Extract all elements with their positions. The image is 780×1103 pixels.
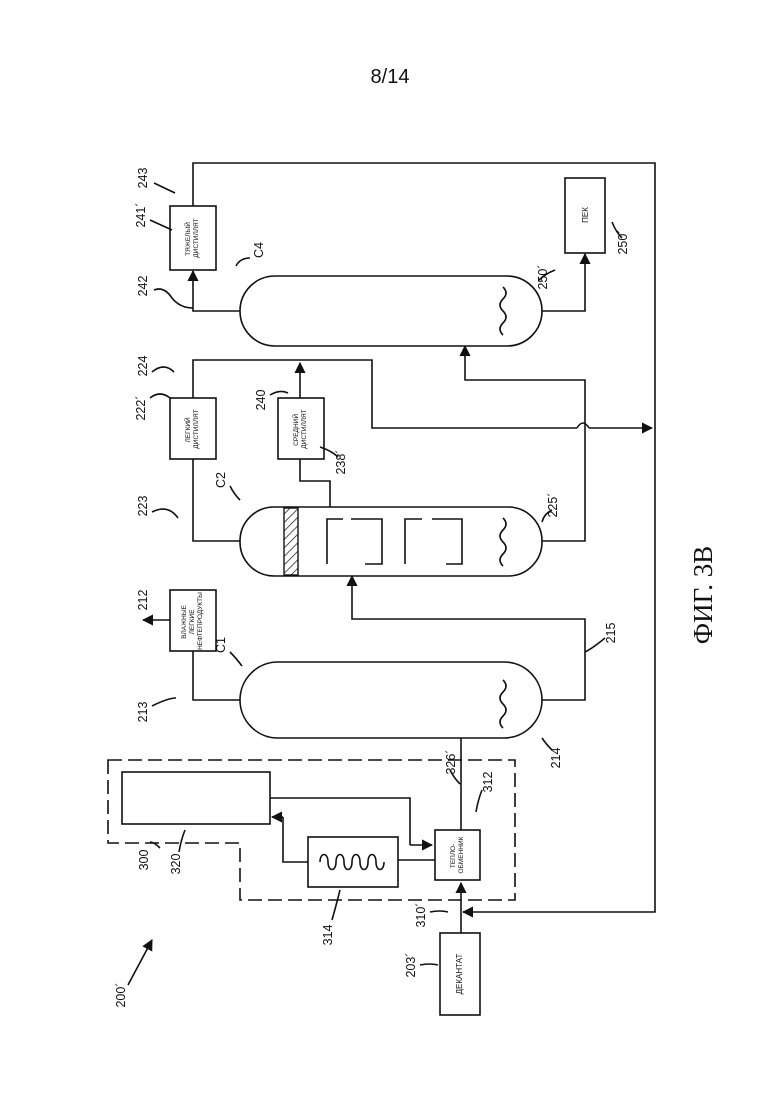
ref-241: 241´	[134, 202, 148, 227]
ref-223: 223	[136, 496, 150, 517]
ref-240: 240	[254, 390, 268, 411]
ref-250b: 250´	[616, 229, 630, 254]
leader-242	[154, 289, 193, 308]
ref-250a: 250´	[536, 264, 550, 289]
pitch-label: ПЕК	[581, 207, 590, 223]
svg-text:ТЕПЛО- ОБМЕННИК: ТЕПЛО- ОБМЕННИК	[450, 836, 465, 873]
wet-light-label-3: НЕФТЕПРОДУКТЫ	[197, 592, 204, 650]
ref-242: 242	[136, 276, 150, 297]
ref-238: 238´	[334, 449, 348, 474]
ref-203: 203´	[404, 952, 418, 977]
decantate-label: ДЕКАНТАТ	[455, 954, 464, 995]
leader-203	[420, 964, 438, 965]
middle-distillate-label-2: ДИСТИЛЛЯТ	[301, 409, 308, 448]
leader-224	[152, 367, 174, 372]
ref-326: 326´	[444, 749, 458, 774]
c2-overhead-223	[193, 459, 240, 541]
leader-314	[332, 890, 340, 920]
ref-224: 224	[136, 356, 150, 377]
middle-distillate-label-1: СРЕДНИЙ	[291, 414, 300, 446]
ref-c1: C1	[214, 637, 228, 653]
light-distillate-label-2: ДИСТИЛЛЯТ	[193, 409, 200, 448]
column-c1	[240, 662, 542, 738]
ref-200: 200´	[114, 982, 128, 1007]
figure-caption: ФИГ. 3В	[688, 546, 718, 644]
column-c4	[240, 276, 542, 346]
ref-212: 212	[136, 590, 150, 611]
leader-241	[150, 220, 172, 230]
line-crossover	[577, 423, 589, 428]
light-distillate-224	[193, 360, 577, 428]
ref-213: 213	[136, 702, 150, 723]
svg-text:СРЕДНИЙ ДИСТИЛЛЯТ: СРЕДНИЙ ДИСТИЛЛЯТ	[291, 409, 308, 448]
heavy-distillate-label-2: ДИСТИЛЛЯТ	[193, 218, 200, 257]
c2-packing	[284, 508, 298, 575]
leader-c2	[230, 486, 240, 500]
ref-314: 314	[321, 925, 335, 946]
ref-c4: C4	[252, 242, 266, 258]
heat-exchanger-label-1: ТЕПЛО-	[450, 844, 457, 868]
ref-300: 300	[137, 850, 151, 871]
ref-214: 214	[549, 748, 563, 769]
leader-215	[585, 638, 605, 652]
leader-243	[154, 183, 175, 193]
wet-light-label-1: ВЛАЖНЫЕ	[181, 604, 188, 638]
leader-310	[430, 911, 448, 912]
leader-200	[128, 940, 152, 985]
c1-overhead-213	[193, 651, 240, 700]
light-distillate-label-1: ЛЕГКИЙ	[183, 417, 192, 443]
svg-text:ТЯЖЕЛЫЙ ДИСТИЛЛЯТ: ТЯЖЕЛЫЙ ДИСТИЛЛЯТ	[183, 218, 200, 257]
ref-225: 225´	[546, 492, 560, 517]
ref-243: 243	[136, 168, 150, 189]
wet-light-label-2: ЛЕГКИЕ	[189, 609, 196, 635]
c4-overhead-242	[193, 274, 240, 311]
ref-c2: C2	[214, 472, 228, 488]
leader-c1	[230, 652, 242, 666]
vessel-320	[122, 772, 270, 824]
heat-exchanger-label-2: ОБМЕННИК	[458, 836, 465, 873]
c2-sidedraw	[300, 459, 330, 507]
leader-320	[179, 830, 185, 852]
ref-215: 215	[604, 623, 618, 644]
heavy-distillate-label-1: ТЯЖЕЛЫЙ	[183, 222, 192, 256]
leader-222	[150, 394, 170, 398]
ref-312: 312	[481, 772, 495, 793]
leader-c4	[236, 258, 250, 266]
leader-223	[152, 509, 178, 518]
ref-320: 320	[169, 854, 183, 875]
leader-240	[270, 391, 288, 395]
ref-310: 310´	[414, 902, 428, 927]
ref-222: 222´	[134, 395, 148, 420]
leader-213	[152, 698, 176, 706]
heater-to-vessel-line	[283, 817, 308, 862]
